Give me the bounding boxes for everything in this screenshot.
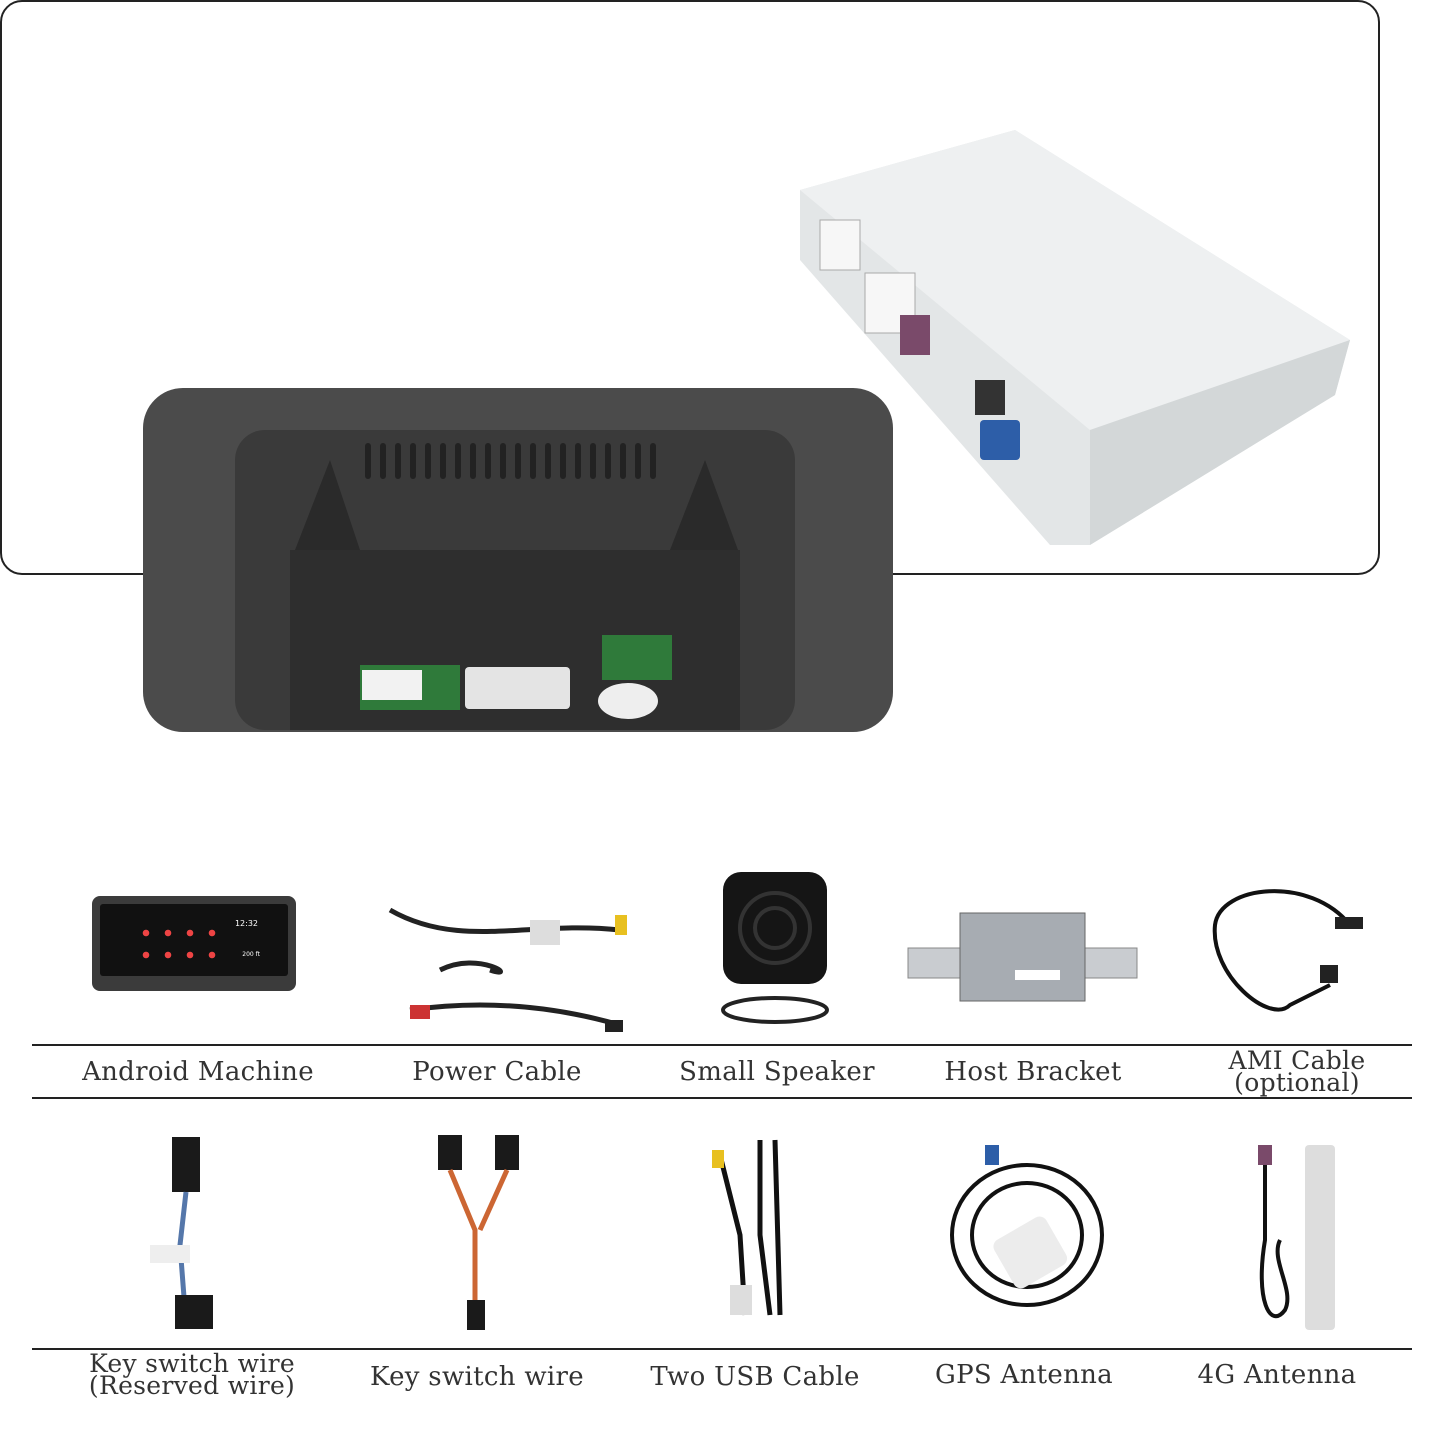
divider (32, 1348, 1412, 1350)
label-gps-antenna: GPS Antenna (935, 1360, 1113, 1390)
key-switch-wire-image (438, 1135, 519, 1330)
screen-clock: 12:32 (234, 919, 258, 928)
label-small-speaker: Small Speaker (679, 1057, 875, 1087)
label-two-usb-cable: Two USB Cable (650, 1362, 860, 1392)
label-key-switch-wire: Key switch wire (370, 1362, 584, 1392)
label-line2: (Reserved wire) (88, 1371, 296, 1400)
label-host-bracket: Host Bracket (944, 1057, 1122, 1087)
divider (32, 1044, 1412, 1046)
small-speaker-image (721, 872, 829, 1024)
host-box-image (800, 130, 1350, 545)
screen-back-image (143, 388, 893, 732)
android-machine-image: 12:32 200 ft (92, 896, 296, 991)
power-cable-image (388, 907, 627, 1032)
gps-antenna-image (950, 1145, 1104, 1307)
key-switch-wire-reserved-image (150, 1137, 213, 1329)
label-android-machine: Android Machine (82, 1057, 314, 1087)
label-key-switch-wire-reserved: Key switch wire (Reserved wire) (62, 1349, 322, 1400)
screen-distance: 200 ft (242, 951, 260, 958)
4g-antenna-image (1258, 1145, 1335, 1330)
ami-cable-image (1212, 889, 1363, 1012)
label-power-cable: Power Cable (412, 1057, 582, 1087)
host-bracket-image (907, 912, 1138, 1002)
label-ami-cable-line1: AMI Cable (1228, 1046, 1366, 1075)
label-ami-cable: AMI Cable (optional) (1167, 1046, 1427, 1097)
label-ami-cable-line2: (optional) (1234, 1068, 1360, 1097)
divider (32, 1097, 1412, 1099)
label-line1: Key switch wire (89, 1349, 295, 1378)
label-4g-antenna: 4G Antenna (1197, 1360, 1357, 1390)
two-usb-cable-image (712, 1139, 783, 1316)
